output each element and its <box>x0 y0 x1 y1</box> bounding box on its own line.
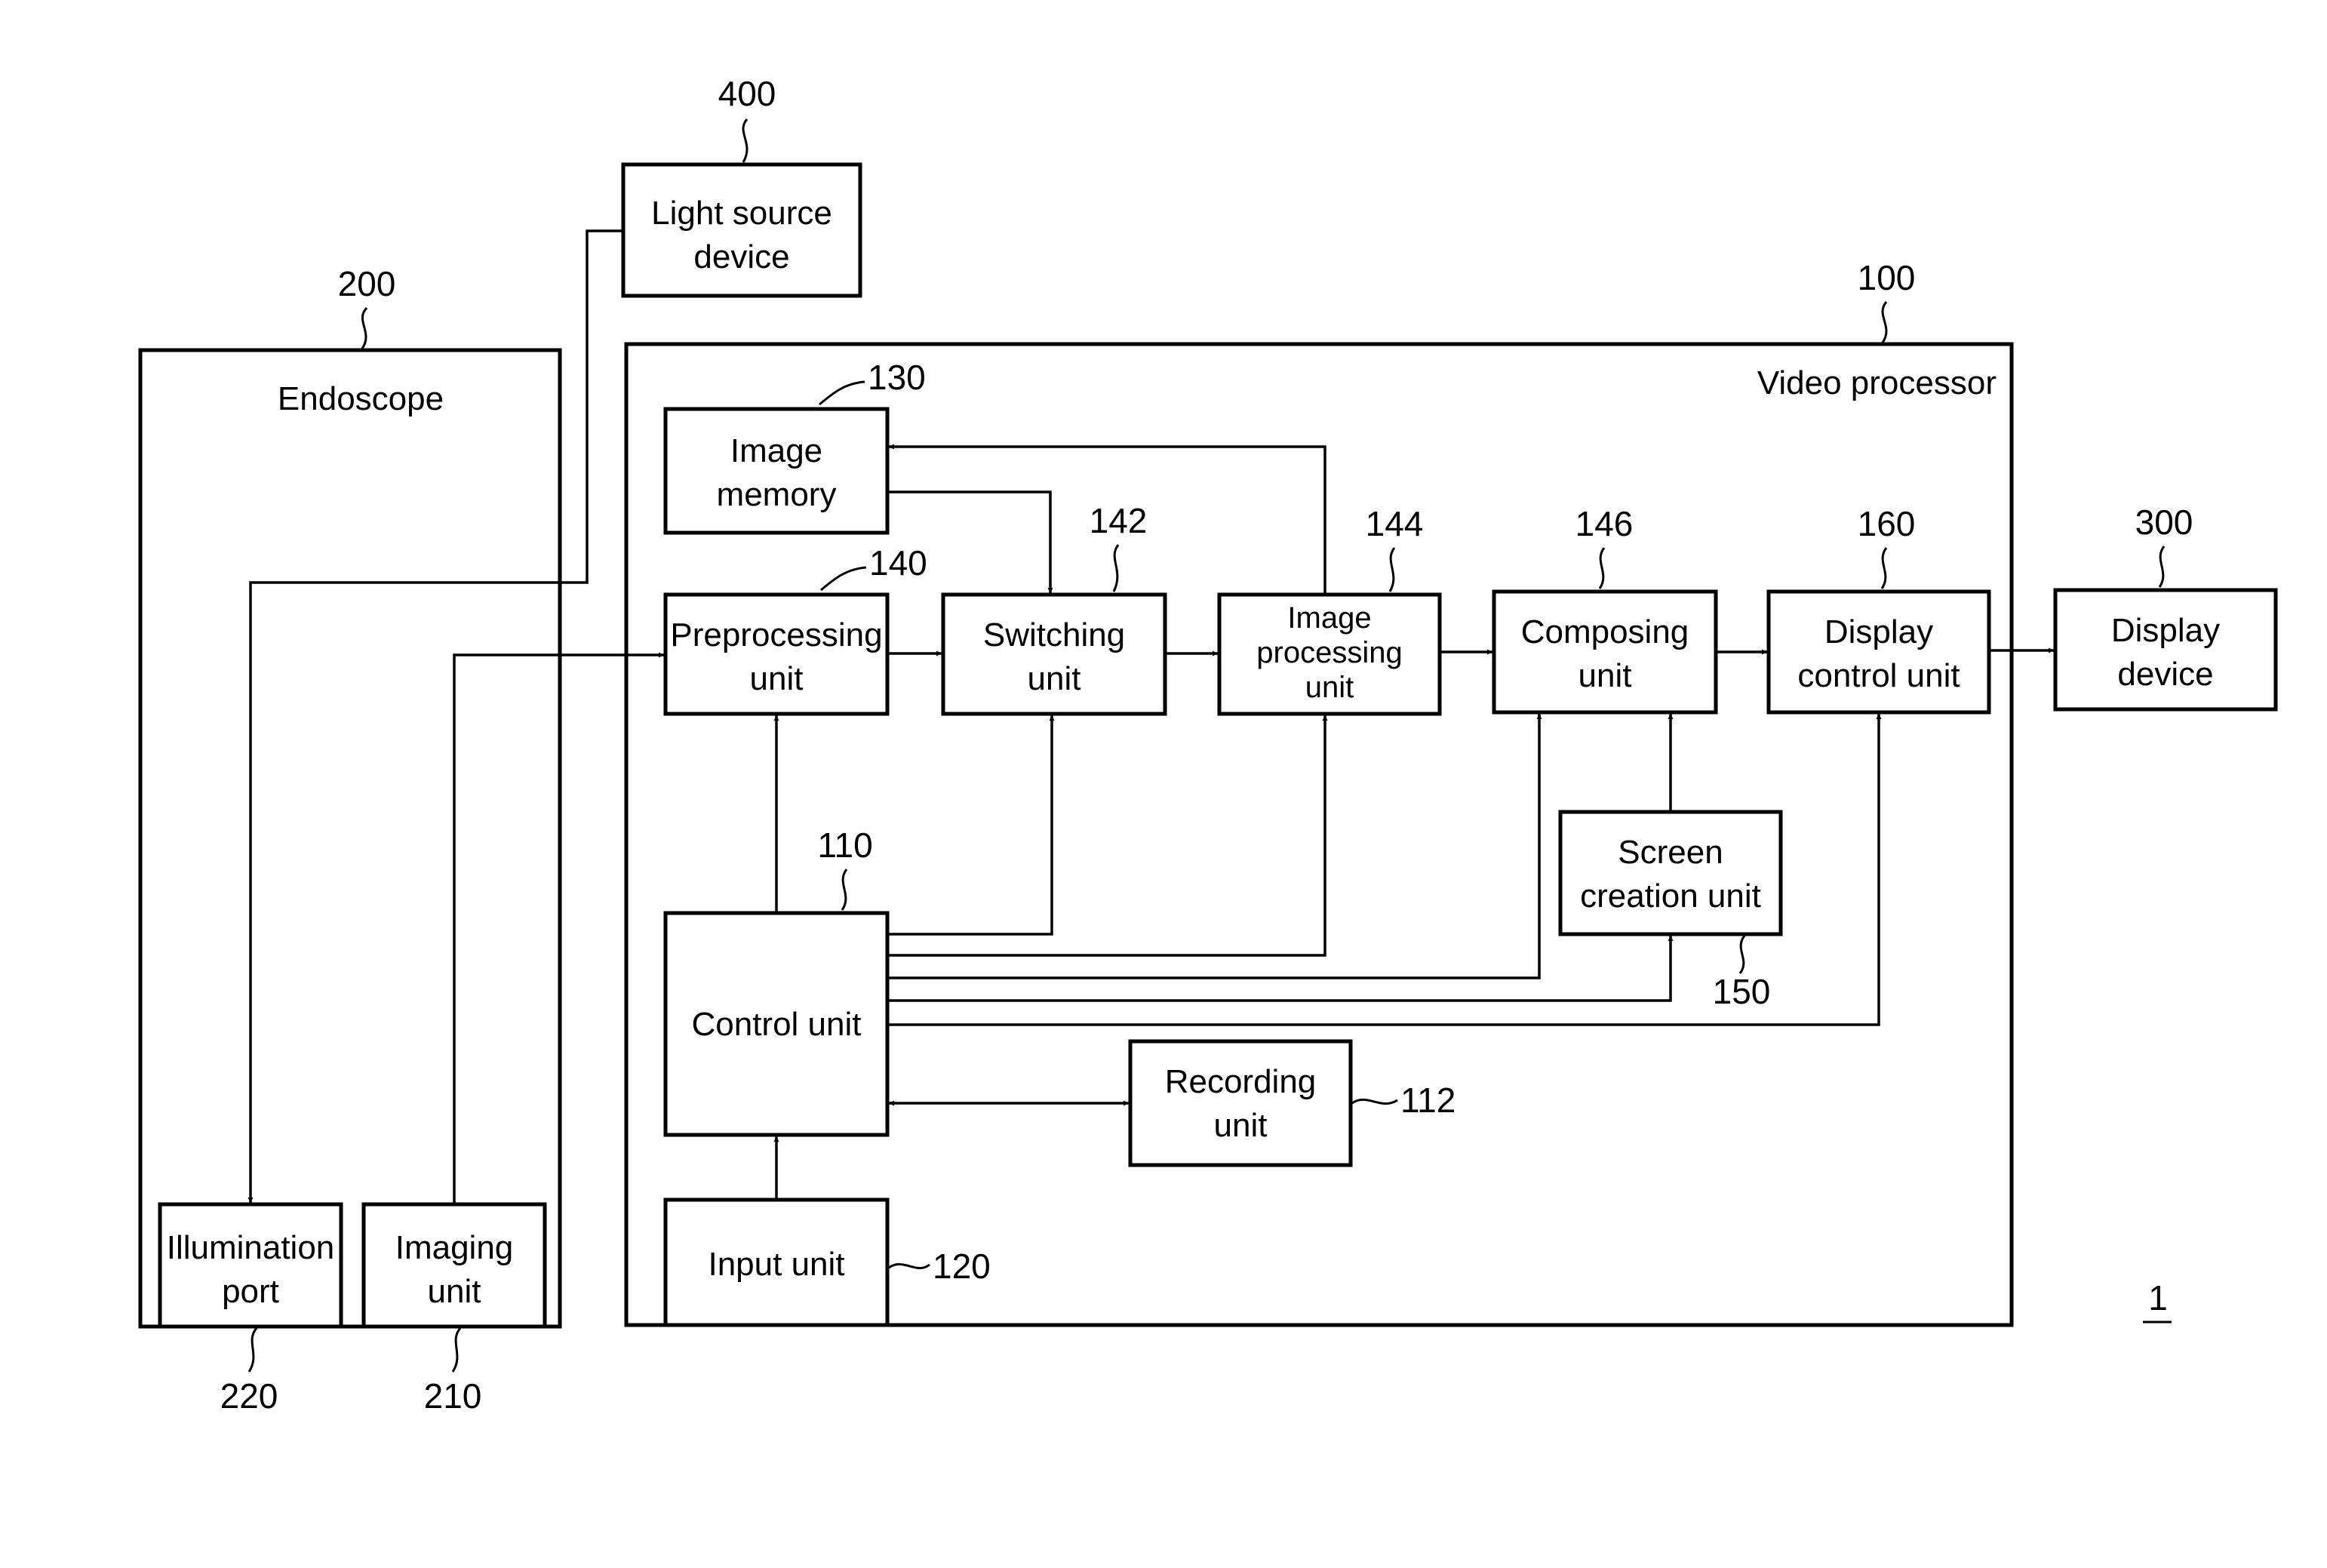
arrow-control-to-screen-creation <box>887 936 1671 1001</box>
leader-142 <box>1114 545 1118 592</box>
leader-220 <box>249 1328 257 1372</box>
control-unit: Control unit <box>666 913 887 1135</box>
leader-144 <box>1390 548 1394 592</box>
light-source-label-1: Light source <box>651 195 832 232</box>
image-processing-unit: Image processing unit <box>1219 595 1440 714</box>
leader-100 <box>1883 302 1886 343</box>
ref-144: 144 <box>1366 504 1424 543</box>
ref-140: 140 <box>869 543 927 583</box>
ref-210: 210 <box>424 1376 482 1416</box>
endoscope-title: Endoscope <box>278 380 444 417</box>
ref-110: 110 <box>817 826 872 865</box>
display-control-unit: Display control unit <box>1769 592 1989 712</box>
display-device: Display device <box>2055 590 2276 709</box>
leader-150 <box>1740 936 1744 973</box>
arrow-control-to-processing <box>887 715 1325 955</box>
leader-146 <box>1600 548 1604 589</box>
image-memory-label-1: Image <box>730 432 822 469</box>
image-processing-unit-label-3: unit <box>1305 671 1354 704</box>
composing-unit-label-1: Composing <box>1521 613 1689 650</box>
leader-110 <box>842 869 847 910</box>
preprocessing-unit-label-2: unit <box>750 660 804 697</box>
leader-140 <box>821 567 866 590</box>
display-device-label-2: device <box>2117 656 2213 693</box>
ref-120: 120 <box>933 1247 991 1286</box>
ref-300: 300 <box>2135 503 2193 542</box>
switching-unit-label-2: unit <box>1028 660 1081 697</box>
ref-112: 112 <box>1400 1081 1456 1120</box>
leader-130 <box>819 382 865 404</box>
display-control-unit-label-1: Display <box>1824 613 1933 650</box>
leader-300 <box>2159 546 2164 587</box>
leader-400 <box>743 119 747 162</box>
screen-creation-unit: Screen creation unit <box>1560 812 1781 934</box>
preprocessing-unit: Preprocessing unit <box>666 595 887 714</box>
recording-unit-label-1: Recording <box>1165 1063 1317 1100</box>
leader-210 <box>453 1328 460 1372</box>
ref-130: 130 <box>868 358 926 397</box>
light-source-device: Light source device <box>623 164 860 296</box>
control-unit-label: Control unit <box>691 1006 861 1043</box>
arrow-control-to-switching <box>887 715 1052 934</box>
illumination-port-label-2: port <box>222 1273 279 1310</box>
input-unit-label: Input unit <box>708 1246 844 1283</box>
endoscope-frame: Endoscope <box>140 350 560 1327</box>
video-processor-title: Video processor <box>1757 364 1997 401</box>
ref-220: 220 <box>220 1376 278 1416</box>
ref-142: 142 <box>1090 501 1148 540</box>
imaging-unit: Imaging unit <box>364 1204 545 1327</box>
ref-146: 146 <box>1575 504 1634 543</box>
display-control-unit-label-2: control unit <box>1797 657 1960 694</box>
light-source-label-2: device <box>693 238 789 275</box>
leader-112 <box>1352 1099 1397 1103</box>
image-processing-unit-label-2: processing <box>1256 636 1402 669</box>
ref-160: 160 <box>1858 504 1916 543</box>
recording-unit-label-2: unit <box>1214 1107 1268 1144</box>
ref-400: 400 <box>718 74 776 113</box>
input-unit: Input unit <box>666 1200 887 1325</box>
figure-ref: 1 <box>2148 1278 2168 1317</box>
screen-creation-unit-label-2: creation unit <box>1580 878 1761 915</box>
ref-200: 200 <box>338 264 396 303</box>
ref-150: 150 <box>1713 972 1771 1011</box>
ref-100: 100 <box>1858 258 1916 297</box>
screen-creation-unit-label-1: Screen <box>1618 834 1723 871</box>
illumination-port-label-1: Illumination <box>167 1229 335 1266</box>
preprocessing-unit-label-1: Preprocessing <box>670 616 882 653</box>
recording-unit: Recording unit <box>1130 1041 1351 1165</box>
leader-160 <box>1882 548 1886 589</box>
imaging-unit-label-2: unit <box>428 1273 481 1310</box>
leader-200 <box>362 308 367 349</box>
image-memory: Image memory <box>666 409 887 533</box>
display-device-label-1: Display <box>2111 612 2220 649</box>
composing-unit-label-2: unit <box>1578 657 1632 694</box>
imaging-unit-label-1: Imaging <box>395 1229 514 1266</box>
illumination-port: Illumination port <box>160 1204 341 1327</box>
switching-unit-label-1: Switching <box>983 616 1125 653</box>
image-processing-unit-label-1: Image <box>1287 601 1371 635</box>
image-memory-label-2: memory <box>717 476 837 513</box>
arrow-control-to-composing <box>887 714 1539 978</box>
arrow-light-to-illumination <box>251 231 623 1203</box>
composing-unit: Composing unit <box>1494 592 1716 712</box>
switching-unit: Switching unit <box>943 595 1165 714</box>
leader-120 <box>889 1264 930 1268</box>
